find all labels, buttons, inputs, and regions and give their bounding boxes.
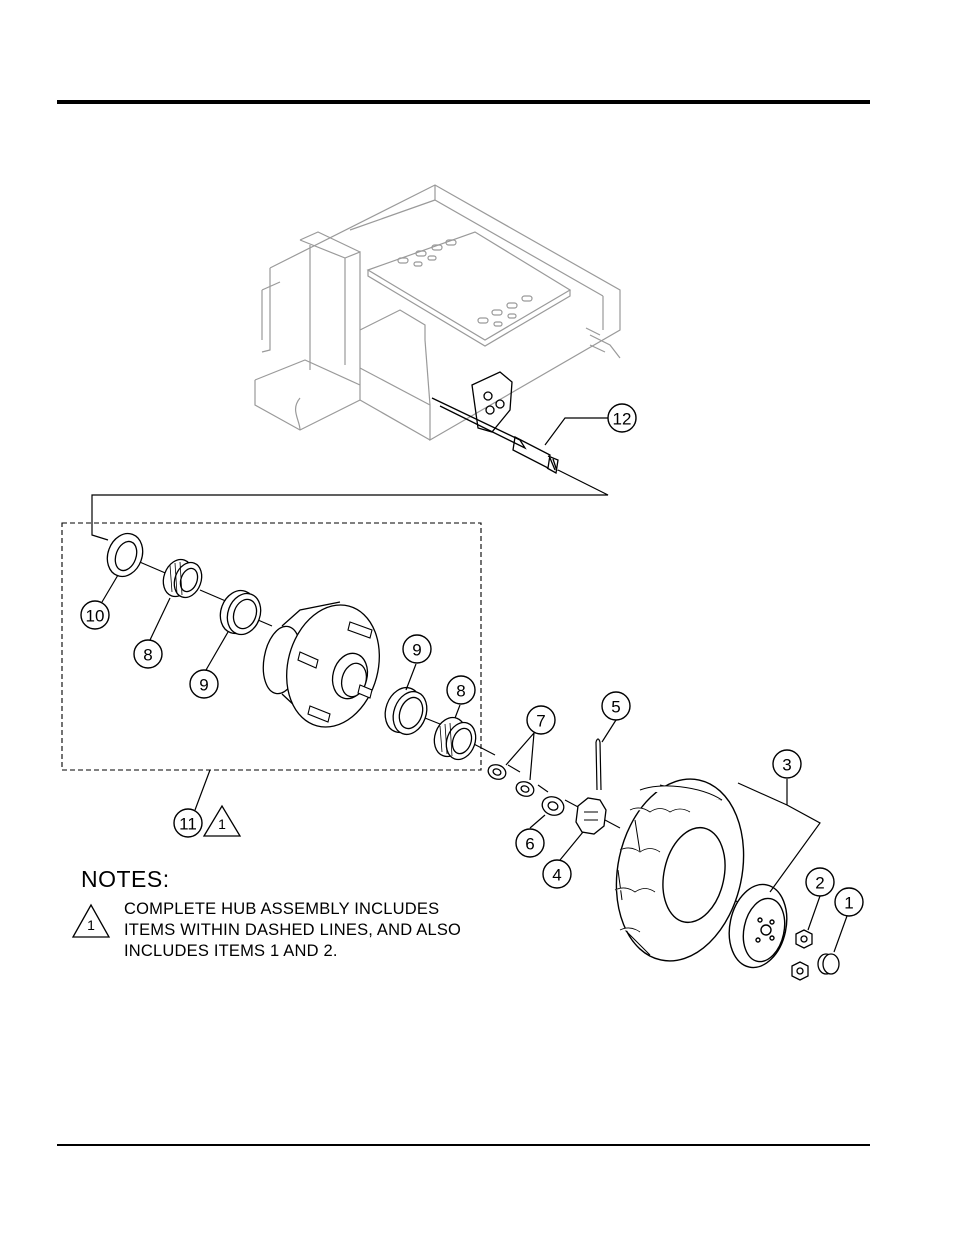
top-rule [57,100,870,104]
notes-heading: NOTES: [81,866,170,893]
part-seal-10 [102,529,149,582]
callout-5: 5 [611,698,620,717]
callout-9-left: 9 [199,676,208,695]
note-triangle-number: 1 [87,917,95,933]
callout-10: 10 [86,607,105,626]
callout-12: 12 [613,410,632,429]
part-bearing-race-9-left [215,586,267,640]
leader-lines [92,418,608,540]
part-bearing-cone-8-left [158,555,206,601]
note-line-2: ITEMS WITHIN DASHED LINES, AND ALSO [124,920,461,941]
callout-1: 1 [844,894,853,913]
callout-7: 7 [536,712,545,731]
part-bearing-race-9-right [379,683,432,740]
callout-3: 3 [782,756,791,775]
note-triangle-number-callout: 1 [218,816,226,832]
part-lug-nuts-2 [792,930,812,980]
callout-11: 11 [179,815,197,834]
callout-8-right: 8 [456,682,465,701]
part-castle-nut-4 [576,798,606,834]
callout-6: 6 [525,835,534,854]
leader-11 [195,770,210,810]
note-line-1: COMPLETE HUB ASSEMBLY INCLUDES [124,899,439,920]
callout-circles [81,404,863,916]
note-triangle-icon: 1 [73,905,109,937]
note-triangle-icon-callout: 1 [204,806,240,836]
part-washers-7 [486,762,536,798]
axle-spindle [432,372,558,473]
callout-4: 4 [552,866,561,885]
callout-9-right: 9 [412,641,421,660]
callout-8-left: 8 [143,646,152,665]
part-washer-6 [540,794,567,818]
part-bearing-cone-8-right [429,713,481,764]
note-line-3: INCLUDES ITEMS 1 AND 2. [124,941,338,962]
trailer-frame-illustration [255,185,620,440]
part-cotter-pin-5 [596,739,601,790]
callout-2: 2 [815,874,824,893]
part-hub-cap-1 [818,954,839,974]
bottom-rule [57,1144,870,1146]
part-hub [258,594,392,737]
